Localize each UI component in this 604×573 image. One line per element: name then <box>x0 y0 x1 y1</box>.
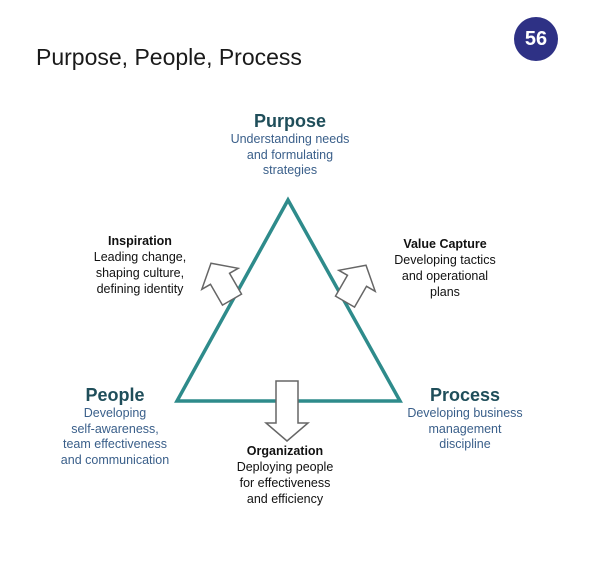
description-line: and operational <box>401 269 489 283</box>
edge-inspiration: Inspiration Leading change, shaping cult… <box>80 233 200 297</box>
edge-description: Leading change, shaping culture, definin… <box>80 249 200 297</box>
description-line: self-awareness, <box>71 421 159 436</box>
description-line: and communication <box>60 452 170 467</box>
description-line: strategies <box>262 163 318 177</box>
node-description: Developing self-awareness, team effectiv… <box>45 406 185 468</box>
description-line: Developing tactics <box>394 253 496 267</box>
description-line: Deploying people <box>236 460 334 474</box>
description-line: Developing <box>83 406 147 420</box>
slide-number-badge: 56 <box>514 17 558 61</box>
description-line: Understanding needs <box>230 132 350 146</box>
description-line: and efficiency <box>246 492 324 506</box>
node-process: Process Developing business management d… <box>395 384 535 453</box>
edge-organization: Organization Deploying people for effect… <box>220 443 350 507</box>
arrow-down-icon <box>263 380 311 442</box>
node-description: Understanding needs and formulating stra… <box>200 132 380 179</box>
node-heading: Purpose <box>253 111 327 131</box>
description-line: Developing business <box>407 406 523 420</box>
node-purpose: Purpose Understanding needs and formulat… <box>200 110 380 179</box>
arrow-up-right-icon <box>334 264 377 309</box>
description-line: management <box>428 421 502 436</box>
description-line: and formulating <box>246 147 334 162</box>
description-line: team effectiveness <box>63 437 167 451</box>
edge-heading: Organization <box>246 444 324 458</box>
description-line: shaping culture, <box>95 266 185 280</box>
triangle-outline <box>174 196 403 403</box>
edge-value-capture: Value Capture Developing tactics and ope… <box>385 236 505 300</box>
page-title: Purpose, People, Process <box>36 44 302 70</box>
node-heading: People <box>85 385 145 405</box>
description-line: plans <box>430 285 460 299</box>
edge-heading: Value Capture <box>403 237 487 251</box>
description-line: Leading change, <box>93 250 187 264</box>
node-heading: Process <box>429 385 501 405</box>
edge-description: Developing tactics and operational plans <box>385 252 505 300</box>
edge-heading: Inspiration <box>108 234 172 248</box>
node-description: Developing business management disciplin… <box>395 406 535 453</box>
description-line: discipline <box>439 437 491 451</box>
arrow-up-left-icon <box>200 262 243 307</box>
description-line: defining identity <box>96 282 184 296</box>
description-line: for effectiveness <box>239 476 331 490</box>
node-people: People Developing self-awareness, team e… <box>45 384 185 468</box>
edge-description: Deploying people for effectiveness and e… <box>220 459 350 507</box>
